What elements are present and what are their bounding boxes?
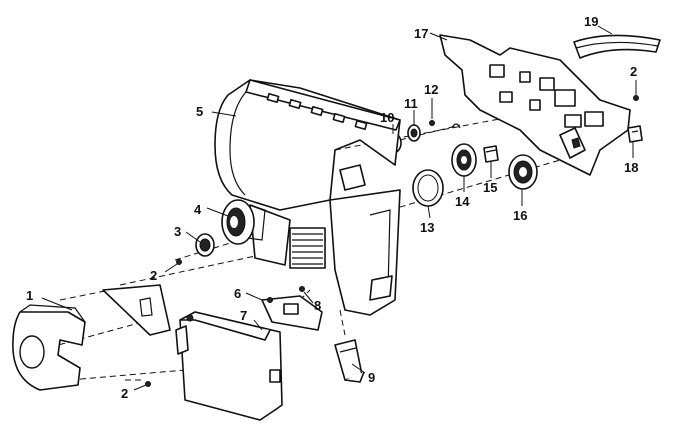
callout-17: 17 [414, 26, 428, 41]
part-19-ribbon-cable [573, 34, 661, 59]
part-5-housing [214, 79, 401, 316]
callout-4: 4 [194, 202, 202, 217]
callout-15: 15 [483, 180, 497, 195]
part-18-clip [627, 125, 643, 143]
part-2-screw-bottom [145, 381, 151, 387]
callout-16: 16 [513, 208, 527, 223]
callout-labels: 1 2 2 2 3 4 5 6 7 8 9 10 11 12 13 14 15 … [26, 14, 638, 401]
callout-18: 18 [624, 160, 638, 175]
part-13-gasket [412, 169, 444, 207]
part-14-lens-ring [451, 123, 477, 177]
part-4-gear-assembly [221, 199, 266, 245]
part-12-screw [429, 120, 435, 126]
part-1-front-bezel [12, 304, 86, 391]
part-17-circuit-board [439, 34, 631, 176]
callout-6: 6 [234, 286, 241, 301]
board-connector [489, 64, 505, 78]
callout-5: 5 [196, 104, 203, 119]
callout-1: 1 [26, 288, 33, 303]
part-2-screw-left [176, 259, 182, 265]
callout-9: 9 [368, 370, 375, 385]
part-7-battery-block [175, 311, 283, 421]
part-9-bracket [334, 339, 365, 383]
callout-2-left: 2 [150, 268, 157, 283]
callout-12: 12 [424, 82, 438, 97]
callout-10: 10 [380, 110, 394, 125]
callout-13: 13 [420, 220, 434, 235]
callout-2-bottom: 2 [121, 386, 128, 401]
part-8-screw [299, 286, 305, 292]
part-3-gear [195, 233, 215, 257]
part-2-screw-right [633, 95, 639, 101]
callout-19: 19 [584, 14, 598, 29]
part-16-ring [508, 154, 538, 190]
callout-7: 7 [240, 308, 247, 323]
part-15-bracket [483, 145, 499, 163]
callout-11: 11 [404, 96, 418, 111]
callout-2-right: 2 [630, 64, 637, 79]
callout-14: 14 [455, 194, 470, 209]
part-6-switch [261, 295, 323, 331]
leader-lines [41, 25, 637, 391]
callout-8: 8 [314, 298, 321, 313]
callout-3: 3 [174, 224, 181, 239]
flat-plate [102, 284, 171, 336]
vent-grille [289, 227, 326, 269]
part-11-nut [407, 124, 421, 142]
